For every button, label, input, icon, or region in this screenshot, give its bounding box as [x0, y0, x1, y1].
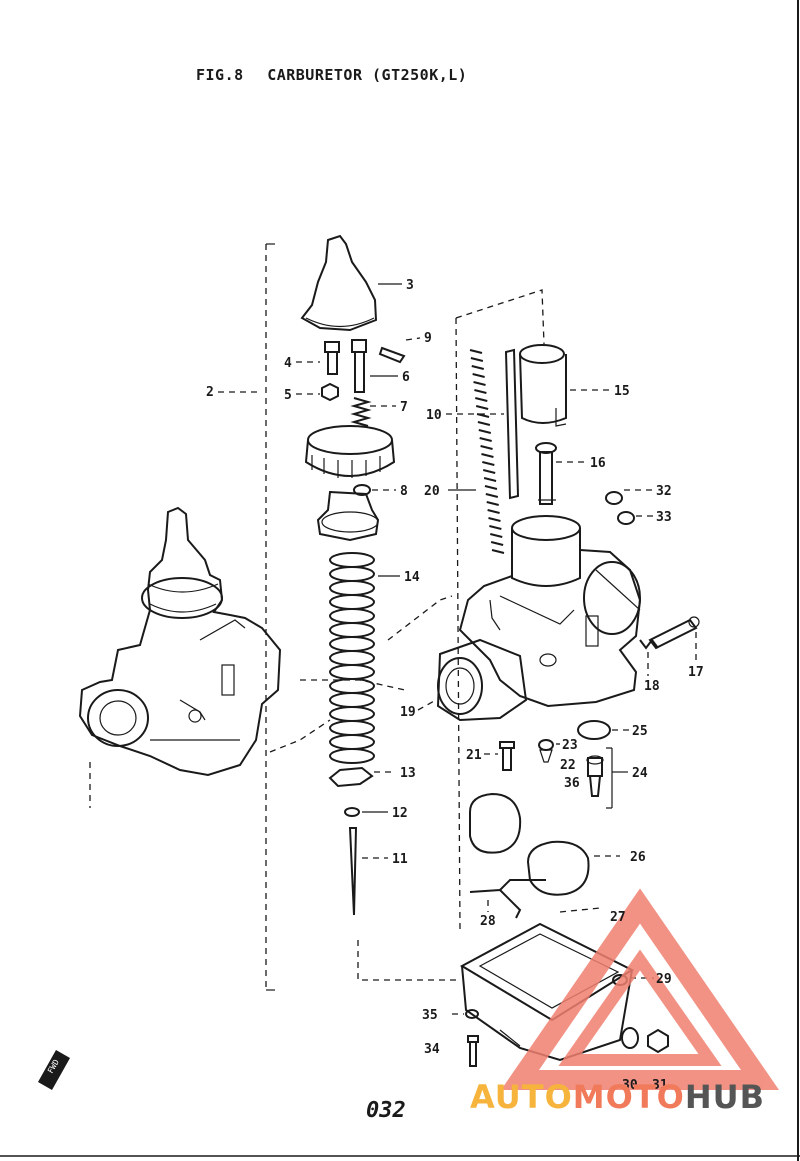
callout-23: 23	[562, 738, 578, 753]
part-6-screw	[351, 339, 367, 393]
callout-14: 14	[404, 570, 420, 585]
watermark-part-2: MOTO	[572, 1078, 685, 1116]
callout-13: 13	[400, 766, 416, 781]
callout-16: 16	[590, 456, 606, 471]
part-31-nut	[647, 1028, 669, 1054]
part-32-cap	[605, 491, 623, 505]
part-9-pin	[378, 346, 406, 364]
part-5-nut	[321, 382, 339, 402]
part-3-cap	[300, 234, 378, 332]
part-7-spring	[350, 397, 372, 427]
callout-21: 21	[466, 748, 482, 763]
callout-20: 20	[424, 484, 440, 499]
part-23-jet	[538, 739, 554, 763]
callout-3: 3	[406, 278, 414, 293]
part-26-float-right	[526, 840, 590, 896]
callout-17: 17	[688, 665, 704, 680]
callout-2: 2	[206, 385, 214, 400]
callout-9: 9	[424, 331, 432, 346]
callout-6: 6	[402, 370, 410, 385]
page-number: 032	[366, 1098, 406, 1123]
callout-8: 8	[400, 484, 408, 499]
callout-36: 36	[564, 776, 580, 791]
assembly-bracket-2	[265, 243, 275, 991]
callout-12: 12	[392, 806, 408, 821]
figure-number: FIG.8	[196, 66, 244, 84]
page-title: FIG.8 CARBURETOR (GT250K,L)	[196, 66, 467, 84]
part-33-cap	[617, 511, 635, 525]
part-16-jet	[535, 442, 557, 505]
part-18-spring	[639, 638, 659, 650]
callout-33: 33	[656, 510, 672, 525]
callout-7: 7	[400, 400, 408, 415]
part-21-screw	[499, 741, 515, 771]
callout-25: 25	[632, 724, 648, 739]
assembled-carburetor	[78, 506, 282, 777]
callout-29: 29	[656, 972, 672, 987]
automotohub-logo-icon	[500, 888, 780, 1090]
part-24-float-valve	[586, 755, 604, 797]
part-8-washer	[353, 484, 371, 496]
part-12-clip	[344, 807, 360, 817]
callout-26: 26	[630, 850, 646, 865]
part-4-screw	[324, 341, 340, 375]
part-25-oring	[577, 720, 611, 740]
carburetor-body	[436, 515, 642, 722]
part-14-spring	[329, 552, 375, 764]
callout-10: 10	[426, 408, 442, 423]
callout-32: 32	[656, 484, 672, 499]
throttle-valve	[316, 490, 380, 542]
callout-30: 30	[622, 1078, 638, 1093]
callout-4: 4	[284, 356, 292, 371]
callout-34: 34	[424, 1042, 440, 1057]
callout-15: 15	[614, 384, 630, 399]
part-30-washer	[621, 1027, 639, 1049]
watermark-part-3: HUB	[684, 1078, 766, 1116]
callout-35: 35	[422, 1008, 438, 1023]
part-35-washer	[465, 1009, 479, 1019]
mixing-chamber-top	[304, 425, 396, 478]
callout-27: 27	[610, 910, 626, 925]
watermark-part-1: AUTO	[470, 1078, 573, 1116]
figure-name: CARBURETOR (GT250K,L)	[267, 66, 468, 84]
part-28-float-arm	[469, 879, 546, 919]
part-17-screw	[648, 616, 700, 650]
callout-11: 11	[392, 852, 408, 867]
callout-22: 22	[560, 758, 576, 773]
watermark-text: AUTOMOTOHUB	[470, 1078, 765, 1116]
part-20-tube	[469, 349, 505, 554]
part-11-needle	[348, 827, 358, 916]
callout-18: 18	[644, 679, 660, 694]
callout-labels: 2 3 4 5 6 7 8 9 10 11 12 13 14 15 16 17 …	[206, 278, 704, 1093]
part-27-gasket	[559, 907, 601, 913]
part-26-float-left	[469, 792, 522, 854]
part-34-screw	[467, 1035, 479, 1067]
callout-31: 31	[652, 1078, 668, 1093]
callout-28: 28	[480, 914, 496, 929]
callout-5: 5	[284, 388, 292, 403]
part-15-slide	[519, 344, 567, 427]
part-13-plate	[328, 766, 374, 788]
callout-19: 19	[400, 705, 416, 720]
part-10-rod	[504, 348, 520, 500]
callout-24: 24	[632, 766, 648, 781]
fwd-arrow-icon: FWD	[38, 1050, 70, 1090]
